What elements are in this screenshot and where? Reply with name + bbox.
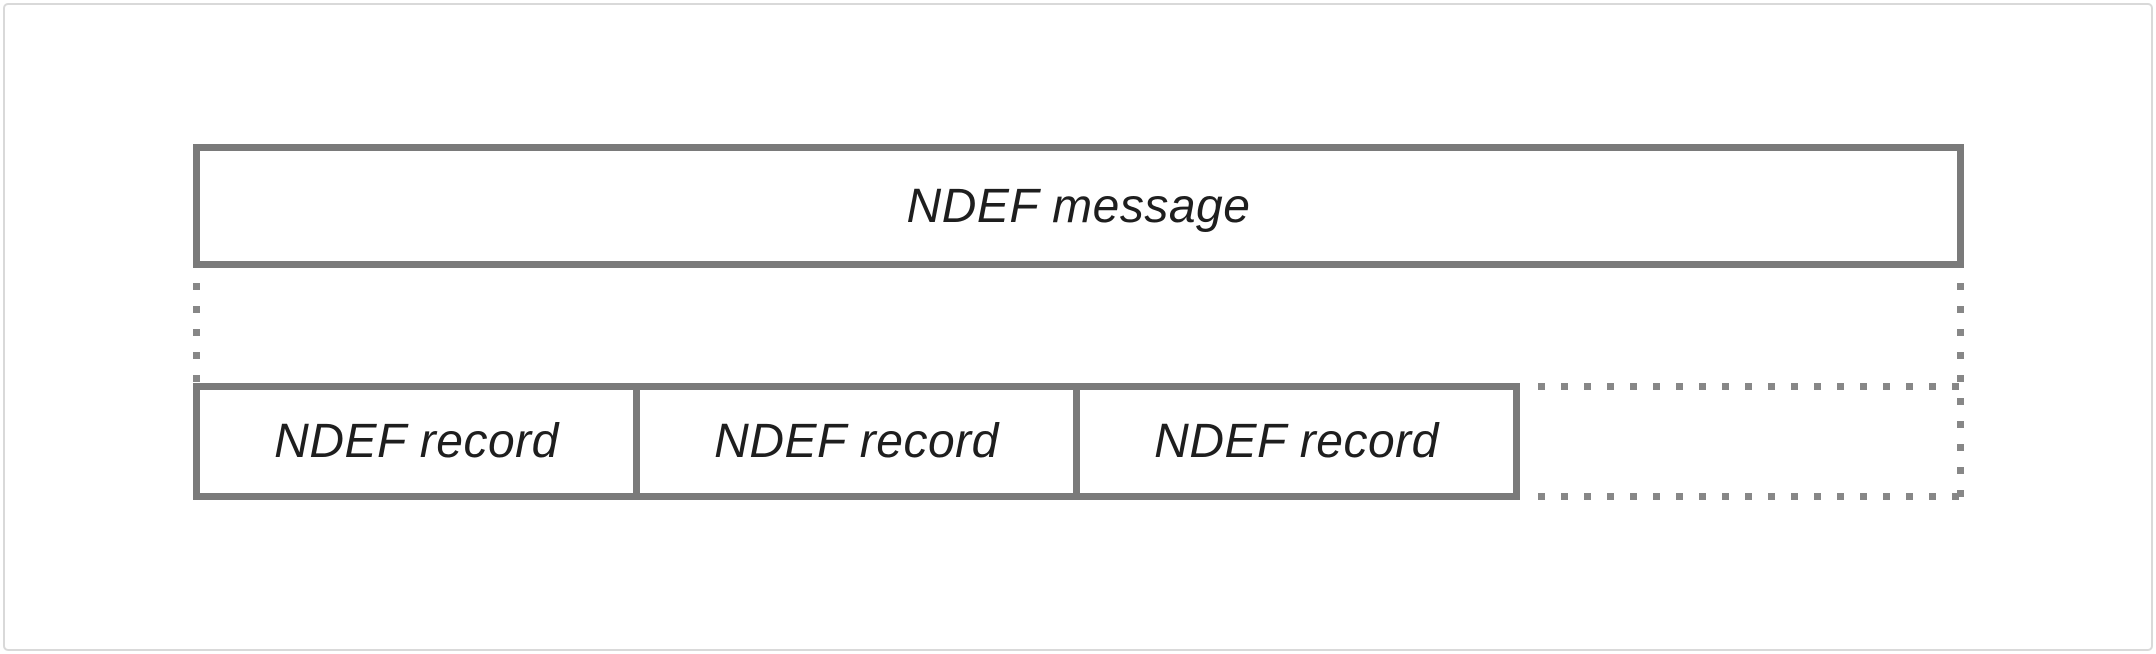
ndef-record-label: NDEF record bbox=[274, 415, 559, 468]
dotted-continuation-bottom bbox=[1538, 493, 1964, 500]
dotted-connector-left bbox=[193, 283, 200, 383]
dotted-continuation-top bbox=[1538, 383, 1964, 390]
ndef-record-box: NDEF record bbox=[633, 390, 1073, 493]
dotted-connector-right bbox=[1957, 283, 1964, 505]
ndef-record-label: NDEF record bbox=[714, 415, 999, 468]
ndef-message-box: NDEF message bbox=[193, 144, 1964, 268]
ndef-message-label: NDEF message bbox=[906, 179, 1251, 233]
ndef-record-box: NDEF record bbox=[1073, 390, 1513, 493]
ndef-records-row: NDEF record NDEF record NDEF record bbox=[193, 383, 1520, 500]
ndef-record-box: NDEF record bbox=[200, 390, 633, 493]
diagram-outer-frame bbox=[3, 3, 2153, 651]
ndef-record-label: NDEF record bbox=[1154, 415, 1439, 468]
